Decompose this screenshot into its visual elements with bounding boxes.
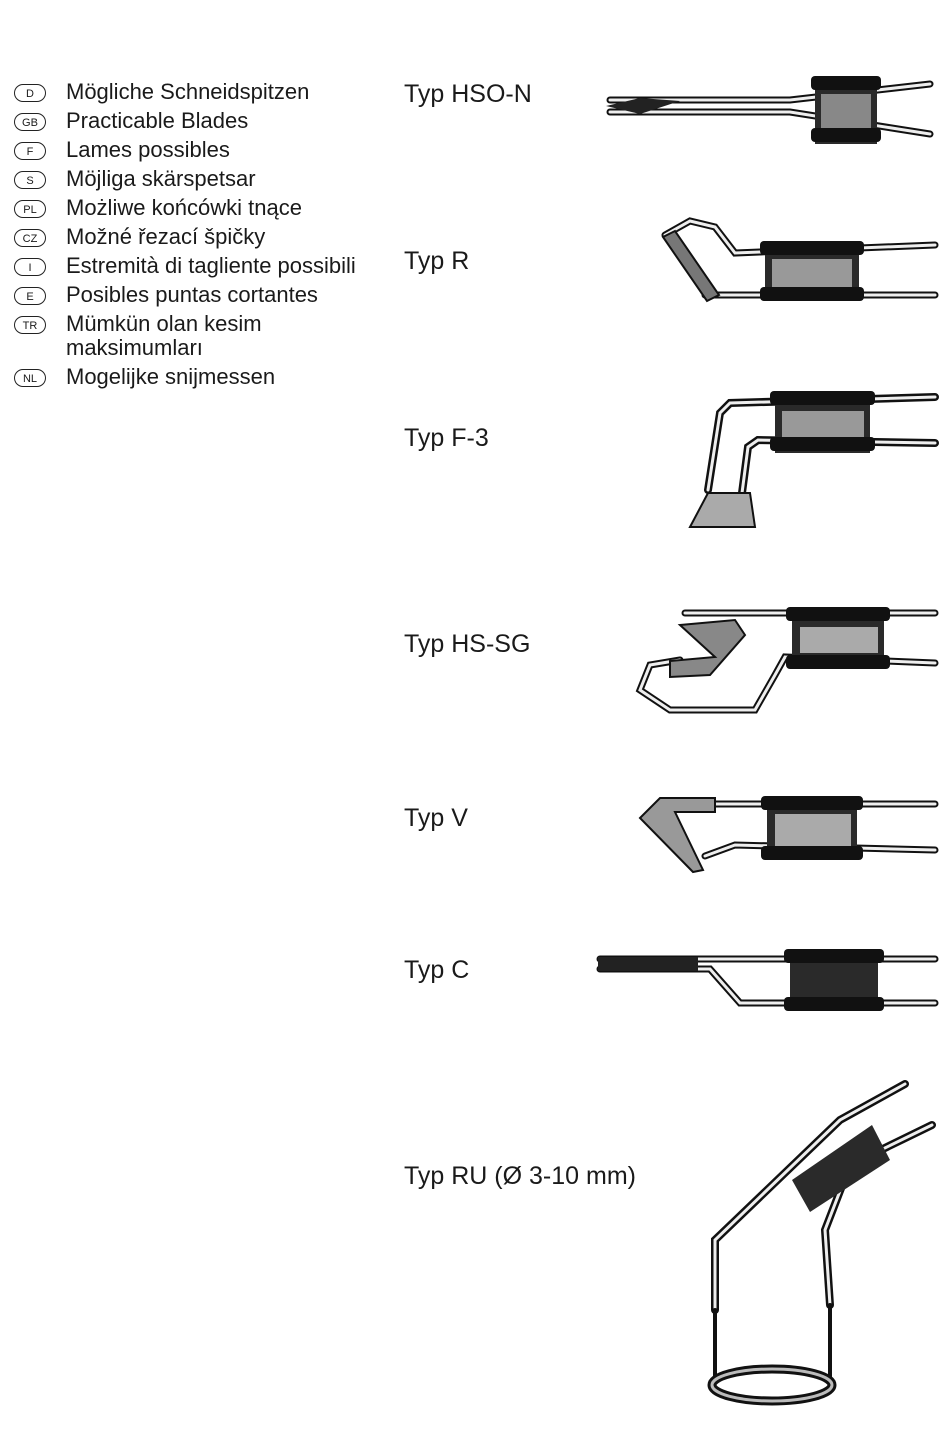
language-code-badge: I [14, 258, 46, 276]
legend-text: Practicable Blades [66, 108, 249, 133]
legend-text: Möjliga skärspetsar [66, 166, 256, 191]
type-label-c: Typ C [404, 956, 470, 984]
legend-text: Estremità di tagliente possibili [66, 253, 356, 278]
legend-item-d: D Mögliche Schneidspitzen [14, 80, 384, 104]
blade-c-illustration [596, 949, 939, 1011]
legend-item-pl: PL Możliwe końcówki tnące [14, 196, 384, 220]
language-code-badge: CZ [14, 229, 46, 247]
language-code-badge: PL [14, 200, 46, 218]
type-label-hso-n: Typ HSO-N [404, 80, 532, 108]
blade-f-3-illustration [688, 391, 939, 528]
language-code-badge: D [14, 84, 46, 102]
type-label-r: Typ R [404, 247, 470, 275]
type-label-v: Typ V [404, 804, 468, 832]
legend-item-f: F Lames possibles [14, 138, 384, 162]
blade-v-illustration [638, 796, 939, 874]
legend-text: Możliwe końcówki tnące [66, 195, 302, 220]
type-label-f-3: Typ F-3 [404, 424, 489, 452]
legend-item-s: S Möjliga skärspetsar [14, 167, 384, 191]
blade-r-illustration [661, 217, 939, 303]
legend-item-i: I Estremità di tagliente possibili [14, 254, 384, 278]
blade-hs-sg-illustration [635, 607, 939, 714]
language-code-badge: F [14, 142, 46, 160]
language-code-badge: S [14, 171, 46, 189]
legend-item-gb: GB Practicable Blades [14, 109, 384, 133]
legend-text: Mögliche Schneidspitzen [66, 79, 310, 104]
language-code-badge: TR [14, 316, 46, 334]
legend-text: Lames possibles [66, 137, 230, 162]
legend-item-cz: CZ Možné řezací špičky [14, 225, 384, 249]
blade-ru-illustration [707, 1080, 936, 1406]
legend-text: Mümkün olan kesim maksimumları [66, 311, 262, 360]
legend-item-e: E Posibles puntas cortantes [14, 283, 384, 307]
language-code-badge: GB [14, 113, 46, 131]
legend-text: Posibles puntas cortantes [66, 282, 318, 307]
language-legend: D Mögliche Schneidspitzen GB Practicable… [14, 80, 384, 394]
legend-item-nl: NL Mogelijke snijmessen [14, 365, 384, 389]
language-code-badge: E [14, 287, 46, 305]
type-label-hs-sg: Typ HS-SG [404, 630, 531, 658]
blade-hso-n-illustration [606, 76, 934, 144]
legend-text: Mogelijke snijmessen [66, 364, 276, 389]
legend-item-tr: TR Mümkün olan kesim maksimumları [14, 312, 384, 360]
type-label-ru: Typ RU (Ø 3-10 mm) [404, 1162, 636, 1190]
legend-text: Možné řezací špičky [66, 224, 266, 249]
language-code-badge: NL [14, 369, 46, 387]
